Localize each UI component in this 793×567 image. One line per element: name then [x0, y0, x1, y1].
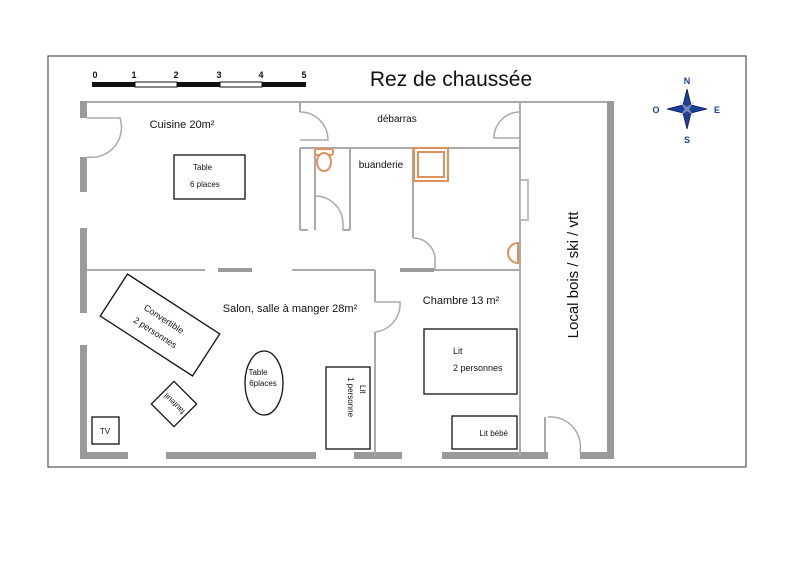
- single-bed: Lit 1 personne: [325, 366, 371, 450]
- compass-rose-icon: N S E O: [652, 76, 720, 145]
- room-label-salon: Salon, salle à manger 28m²: [223, 303, 358, 315]
- walls: [80, 101, 614, 459]
- sink-icon: [507, 241, 519, 265]
- kitchen-table: Table 6 places: [173, 154, 246, 200]
- svg-text:Lit bébé: Lit bébé: [480, 429, 509, 438]
- dining-table: Table 6places: [244, 350, 284, 416]
- compass-s: S: [684, 135, 690, 145]
- room-label-buanderie: buanderie: [359, 160, 404, 171]
- room-label-cuisine: Cuisine 20m²: [150, 119, 215, 131]
- svg-text:Lit: Lit: [358, 385, 367, 394]
- toilet-icon: [314, 148, 334, 172]
- scale-bar: 0 1 2 3 4 5: [92, 70, 307, 88]
- svg-text:1 personne: 1 personne: [346, 377, 355, 418]
- plan-title: Rez de chaussée: [370, 68, 532, 91]
- room-label-local: Local bois / ski / vtt: [565, 211, 582, 339]
- svg-text:Lit: Lit: [453, 346, 463, 356]
- svg-text:Table: Table: [193, 163, 213, 172]
- scale-label: 2: [173, 70, 178, 80]
- doors: [86, 111, 582, 453]
- scale-label: 4: [258, 70, 263, 80]
- svg-text:6 places: 6 places: [190, 180, 220, 189]
- armchair: fauteuil: [150, 380, 198, 428]
- scale-label: 0: [92, 70, 97, 80]
- scale-label: 3: [216, 70, 221, 80]
- tv: TV: [91, 416, 120, 445]
- svg-text:2 personnes: 2 personnes: [453, 363, 503, 373]
- room-label-debarras: débarras: [377, 114, 416, 125]
- scale-label: 1: [131, 70, 136, 80]
- svg-text:TV: TV: [100, 427, 111, 436]
- scale-label: 5: [301, 70, 306, 80]
- shower-icon: [413, 147, 449, 182]
- double-bed: Lit 2 personnes: [423, 328, 518, 395]
- compass-e: E: [714, 105, 720, 115]
- svg-text:6places: 6places: [249, 379, 277, 388]
- room-label-chambre: Chambre 13 m²: [423, 295, 500, 307]
- svg-text:Table: Table: [248, 368, 268, 377]
- compass-n: N: [684, 76, 691, 86]
- baby-bed: Lit bébé: [451, 415, 518, 450]
- compass-o: O: [652, 105, 659, 115]
